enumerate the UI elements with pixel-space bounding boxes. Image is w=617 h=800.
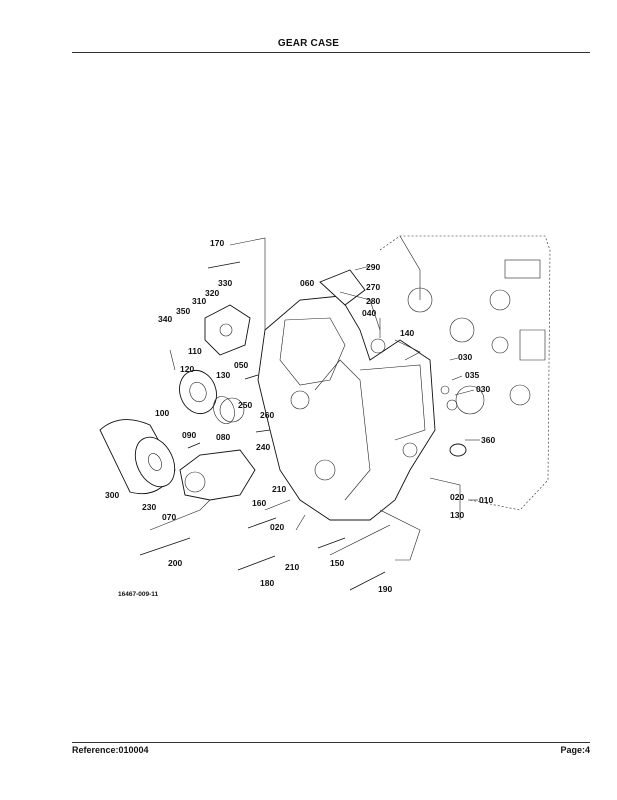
oil-filter — [99, 419, 176, 495]
callout: 150 — [330, 558, 344, 568]
callout: 180 — [260, 578, 274, 588]
callout: 020 — [270, 522, 284, 532]
callout: 230 — [142, 502, 156, 512]
callout: 360 — [481, 435, 495, 445]
callout: 040 — [362, 308, 376, 318]
page-number: Page:4 — [560, 745, 590, 755]
callout: 035 — [465, 370, 479, 380]
callout: 070 — [162, 512, 176, 522]
callout: 100 — [155, 408, 169, 418]
filter-bracket — [179, 449, 256, 501]
callout: 260 — [260, 410, 274, 420]
callout: 050 — [234, 360, 248, 370]
callout: 300 — [105, 490, 119, 500]
callout: 290 — [366, 262, 380, 272]
callout: 030 — [476, 384, 490, 394]
callout: 240 — [256, 442, 270, 452]
callout: 200 — [168, 558, 182, 568]
callout: 090 — [182, 430, 196, 440]
callout: 250 — [238, 400, 252, 410]
figure-code: 16467-009-11 — [118, 591, 159, 598]
callout: 140 — [400, 328, 414, 338]
reference-label: Reference:010004 — [72, 745, 149, 755]
engine-block-outline — [379, 235, 551, 511]
page-title: GEAR CASE — [277, 38, 340, 49]
callout: 210 — [285, 562, 299, 572]
callout: 020 — [450, 492, 464, 502]
leader-lines — [149, 237, 480, 556]
callout: 270 — [366, 282, 380, 292]
callout: 310 — [192, 296, 206, 306]
callout: 170 — [210, 238, 224, 248]
callout: 350 — [176, 306, 190, 316]
callout: 210 — [272, 484, 286, 494]
gear-case-housing — [257, 295, 436, 561]
callout: 060 — [300, 278, 314, 288]
callout: 130 — [216, 370, 230, 380]
callout: 120 — [180, 364, 194, 374]
callout: 160 — [252, 498, 266, 508]
callout: 110 — [188, 346, 202, 356]
callout: 190 — [378, 584, 392, 594]
callout: 130 — [450, 510, 464, 520]
callout: 080 — [216, 432, 230, 442]
callout: 340 — [158, 314, 172, 324]
bolts — [139, 261, 467, 591]
thermostat-housing — [204, 304, 251, 356]
callout: 010 — [479, 495, 493, 505]
callout: 320 — [205, 288, 219, 298]
top-cover — [319, 269, 366, 306]
callout: 280 — [366, 296, 380, 306]
callout-labels: 170 330 320 310 350 340 110 120 130 100 … — [105, 238, 495, 594]
footer-rule — [72, 742, 590, 743]
pulley — [179, 369, 235, 424]
callout: 030 — [458, 352, 472, 362]
callout: 330 — [218, 278, 232, 288]
header-rule — [72, 52, 590, 53]
